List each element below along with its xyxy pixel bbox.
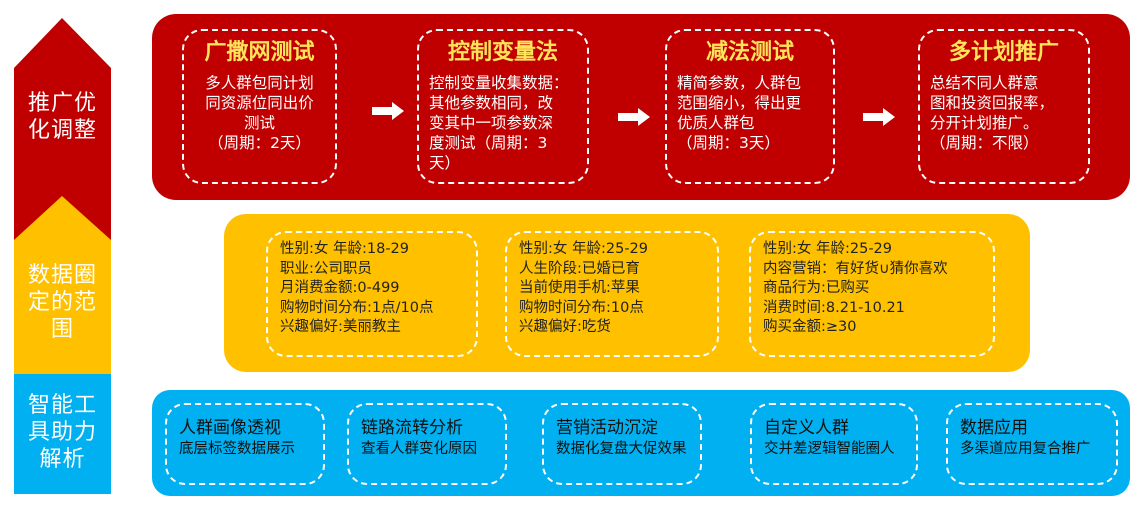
tool-title: 数据应用 <box>960 418 1028 438</box>
audience-attribute: 月消费金额:0-499 <box>280 280 400 296</box>
step-title: 控制变量法 <box>447 40 558 65</box>
audience-card: 性别:女 年龄:25-29 内容营销：有好货∪猜你喜欢 商品行为:已购买 消费时… <box>749 231 995 357</box>
stage-arrow-column: 推广优 化调整 数据圈 定的范 围 智能工 具助力 解析 <box>0 0 125 512</box>
audience-attribute: 当前使用手机:苹果 <box>519 280 640 296</box>
tool-card-data-application: 数据应用 多渠道应用复合推广 <box>946 403 1118 485</box>
tool-subtitle: 查看人群变化原因 <box>361 441 477 457</box>
tool-subtitle: 多渠道应用复合推广 <box>960 441 1091 457</box>
stage-label-line: 数据圈 <box>27 263 97 288</box>
audience-attribute: 商品行为:已购买 <box>763 280 870 296</box>
step-line: （周期：不限） <box>930 134 1039 152</box>
audience-attribute: 内容营销：有好货∪猜你喜欢 <box>763 260 948 277</box>
tool-subtitle: 底层标签数据展示 <box>179 441 295 457</box>
stage-label-optimize: 推广优 化调整 <box>14 90 111 144</box>
optimization-steps-band: 广撒网测试 多人群包同计划 同资源位同出价 测试 （周期：2天） 控制变量法 控… <box>152 14 1130 200</box>
step-line: 变其中一项参数深 <box>429 114 554 132</box>
audience-attribute: 性别:女 年龄:25-29 <box>519 241 649 257</box>
step-card-broad-test: 广撒网测试 多人群包同计划 同资源位同出价 测试 （周期：2天） <box>182 29 337 184</box>
step-line: 总结不同人群意 <box>930 74 1039 92</box>
tool-subtitle: 数据化复盘大促效果 <box>556 441 687 457</box>
arrow-head-segment-red <box>14 18 111 240</box>
stage-label-smart-tools: 智能工 具助力 解析 <box>14 392 111 473</box>
right-arrow-icon <box>618 108 650 126</box>
step-body: 总结不同人群意 图和投资回报率， 分开计划推广。 （周期：不限） <box>920 73 1088 153</box>
step-line: 范围缩小，得出更 <box>677 94 802 112</box>
tool-card-custom-audience: 自定义人群 交并差逻辑智能圈人 <box>750 403 918 485</box>
audience-attribute: 购买金额:≥30 <box>763 319 857 335</box>
audience-attribute: 人生阶段:已婚已育 <box>519 260 640 277</box>
arrow-segment-blue <box>14 374 111 494</box>
audience-attribute: 购物时间分布:10点 <box>519 299 644 316</box>
step-card-controlled-variable: 控制变量法 控制变量收集数据： 其他参数相同，改 变其中一项参数深 度测试（周期… <box>417 29 589 184</box>
step-line: 其他参数相同，改 <box>429 94 554 112</box>
audience-attribute: 购物时间分布:1点/10点 <box>280 299 434 316</box>
tool-title: 自定义人群 <box>764 418 849 438</box>
up-arrow-graphic <box>14 18 111 494</box>
right-arrow-icon <box>372 102 404 120</box>
tool-card-link-flow: 链路流转分析 查看人群变化原因 <box>347 403 507 485</box>
stage-label-line: 围 <box>50 317 74 342</box>
stage-label-data-range: 数据圈 定的范 围 <box>14 262 111 343</box>
step-body: 多人群包同计划 同资源位同出价 测试 （周期：2天） <box>184 73 335 153</box>
step-line: 天） <box>429 154 461 172</box>
step-title: 多计划推广 <box>948 40 1059 65</box>
step-line: 同资源位同出价 <box>205 94 314 112</box>
step-line: （周期：2天） <box>208 134 311 152</box>
audience-range-band: 性别:女 年龄:18-29 职业:公司职员 月消费金额:0-499 购物时间分布… <box>224 214 1030 372</box>
audience-attribute: 性别:女 年龄:25-29 <box>763 241 893 257</box>
tool-card-audience-portrait: 人群画像透视 底层标签数据展示 <box>165 403 325 485</box>
tool-title: 人群画像透视 <box>179 418 281 438</box>
step-body: 精简参数，人群包 范围缩小，得出更 优质人群包 （周期：3天） <box>667 73 833 153</box>
stage-label-line: 化调整 <box>27 118 97 143</box>
tool-title: 链路流转分析 <box>361 418 463 438</box>
step-line: 图和投资回报率， <box>930 94 1055 112</box>
stage-label-line: 智能工 <box>27 393 97 418</box>
right-arrow-icon <box>863 108 895 126</box>
audience-attribute: 兴趣偏好:美丽教主 <box>280 319 401 335</box>
step-line: 控制变量收集数据： <box>429 74 569 92</box>
step-body: 控制变量收集数据： 其他参数相同，改 变其中一项参数深 度测试（周期：3 天） <box>419 73 587 173</box>
audience-attribute: 消费时间:8.21-10.21 <box>763 299 905 316</box>
step-card-subtraction-test: 减法测试 精简参数，人群包 范围缩小，得出更 优质人群包 （周期：3天） <box>665 29 835 184</box>
step-line: 分开计划推广。 <box>930 114 1039 132</box>
tool-title: 营销活动沉淀 <box>556 418 658 438</box>
step-line: 度测试（周期：3 <box>429 134 548 152</box>
arrow-segment-yellow <box>14 196 111 374</box>
stage-label-line: 解析 <box>39 447 86 472</box>
audience-attribute: 兴趣偏好:吃货 <box>519 319 611 335</box>
stage-label-line: 具助力 <box>27 420 97 445</box>
step-line: 多人群包同计划 <box>205 74 314 92</box>
audience-attribute: 职业:公司职员 <box>280 260 372 277</box>
step-line: （周期：3天） <box>677 134 780 152</box>
step-line: 优质人群包 <box>677 114 755 132</box>
step-line: 测试 <box>243 114 275 132</box>
step-title: 广撒网测试 <box>204 40 315 65</box>
audience-attribute: 性别:女 年龄:18-29 <box>280 241 410 257</box>
tool-card-campaign-review: 营销活动沉淀 数据化复盘大促效果 <box>542 403 702 485</box>
audience-card: 性别:女 年龄:25-29 人生阶段:已婚已育 当前使用手机:苹果 购物时间分布… <box>505 231 719 357</box>
tool-subtitle: 交并差逻辑智能圈人 <box>764 441 895 457</box>
step-title: 减法测试 <box>705 40 794 65</box>
step-card-multi-plan: 多计划推广 总结不同人群意 图和投资回报率， 分开计划推广。 （周期：不限） <box>918 29 1090 184</box>
stage-label-line: 推广优 <box>27 91 97 116</box>
step-line: 精简参数，人群包 <box>677 74 802 92</box>
audience-card: 性别:女 年龄:18-29 职业:公司职员 月消费金额:0-499 购物时间分布… <box>266 231 478 357</box>
smart-tools-band: 人群画像透视 底层标签数据展示 链路流转分析 查看人群变化原因 营销活动沉淀 数… <box>152 390 1130 496</box>
stage-label-line: 定的范 <box>27 290 97 315</box>
